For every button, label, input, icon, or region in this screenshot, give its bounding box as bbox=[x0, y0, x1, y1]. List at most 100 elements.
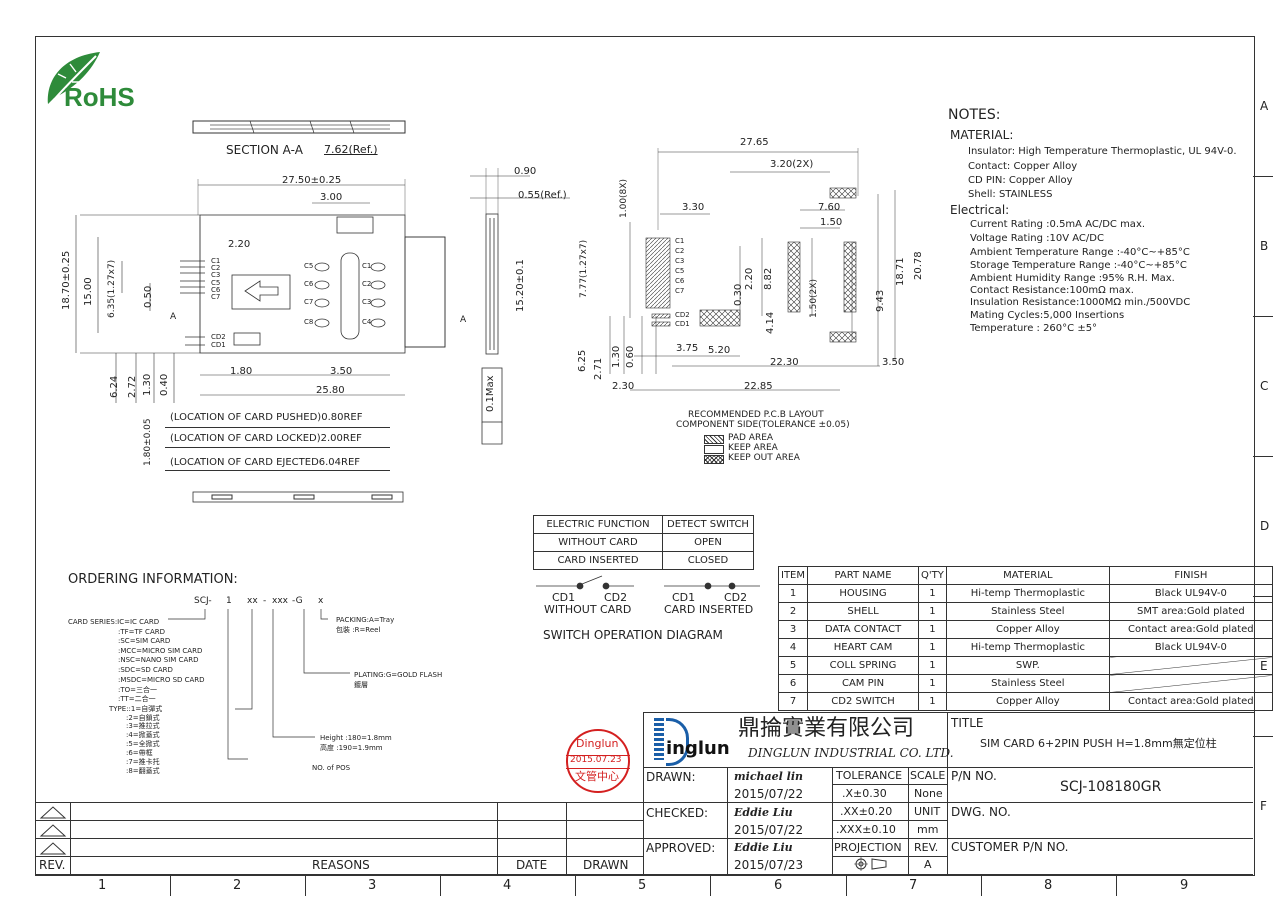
type-6: :6=帶框 bbox=[126, 749, 153, 757]
bom-header-item: ITEM bbox=[777, 566, 809, 585]
pcb-dim-150: 1.50 bbox=[820, 217, 843, 228]
switch-b-cd2: CD2 bbox=[724, 591, 748, 604]
section-marker-right: A bbox=[460, 315, 467, 325]
bom-header-material: MATERIAL bbox=[945, 566, 1110, 585]
material-1: Insulator: High Temperature Thermoplasti… bbox=[968, 146, 1237, 157]
tolerance-3: .XXX±0.10 bbox=[836, 823, 896, 836]
dim-272: 2.72 bbox=[127, 375, 138, 398]
ef-header-function: ELECTRIC FUNCTION bbox=[533, 515, 663, 534]
bom-cell: SWP. bbox=[945, 656, 1110, 675]
type-2: :2=自鎖式 bbox=[126, 714, 160, 722]
legend-keep-swatch bbox=[704, 445, 724, 454]
electrical-8: Mating Cycles:5,000 Insertions bbox=[970, 310, 1125, 321]
pcb-pin-c5: C5 bbox=[675, 267, 685, 275]
plating-1: PLATING:G=GOLD FLASH bbox=[354, 671, 443, 679]
bom-cell: 7 bbox=[777, 692, 809, 711]
code-height: xxx bbox=[272, 596, 288, 606]
projection-label: PROJECTION bbox=[834, 841, 902, 854]
bom-cell: Copper Alloy bbox=[945, 692, 1110, 711]
legend-pad: PAD AREA bbox=[728, 433, 774, 443]
pin-cd1: CD1 bbox=[211, 341, 226, 349]
rev-value: A bbox=[924, 858, 932, 871]
switch-b-label: CARD INSERTED bbox=[664, 603, 754, 616]
bom-cell: SMT area:Gold plated bbox=[1108, 602, 1273, 621]
side-view-drawing bbox=[470, 168, 570, 445]
pcb-dim-060: 0.60 bbox=[625, 345, 636, 368]
stamp-date: 2015.07.23 bbox=[570, 755, 622, 765]
packing-2: 包裝 :R=Reel bbox=[336, 626, 381, 634]
pin-c7: C7 bbox=[211, 293, 221, 301]
section-marker-left: A bbox=[170, 312, 177, 322]
ef-cell: OPEN bbox=[662, 533, 754, 552]
bom-cell: HEART CAM bbox=[807, 638, 920, 657]
rev-header: REV. bbox=[39, 858, 66, 872]
plating-2: 鍍層 bbox=[354, 681, 368, 689]
pin-c6: C6 bbox=[211, 286, 221, 294]
electrical-7: Insulation Resistance:1000MΩ min./500VDC bbox=[970, 297, 1191, 308]
series-8: :TO=三合一 bbox=[118, 686, 158, 694]
bom-cell: CAM PIN bbox=[807, 674, 920, 693]
type-5: :5=全掀式 bbox=[126, 740, 160, 748]
pcb-dim-520: 5.20 bbox=[708, 345, 731, 356]
flatness-max: 0.1Max bbox=[485, 375, 496, 412]
electrical-5: Ambient Humidity Range :95% R.H. Max. bbox=[970, 273, 1175, 284]
tolerance-2: .XX±0.20 bbox=[840, 805, 893, 818]
zone-c: C bbox=[1260, 379, 1269, 393]
pcb-caption-2: COMPONENT SIDE(TOLERANCE ±0.05) bbox=[676, 420, 850, 430]
dim-040: 0.40 bbox=[159, 373, 170, 396]
bom-cell: Black UL94V-0 bbox=[1108, 584, 1273, 603]
packing-1: PACKING:A=Tray bbox=[336, 616, 395, 624]
switch-diagram bbox=[536, 575, 760, 590]
pcb-dim-2285: 22.85 bbox=[744, 381, 773, 392]
bom-cell: 5 bbox=[777, 656, 809, 675]
series-6: :SDC=SD CARD bbox=[118, 666, 173, 674]
pcb-pin-c6: C6 bbox=[675, 277, 685, 285]
pcb-dim-271: 2.71 bbox=[593, 357, 604, 380]
ef-header-detect: DETECT SWITCH bbox=[662, 515, 754, 534]
drawn-label: DRAWN: bbox=[646, 770, 696, 784]
contact-c2: C2 bbox=[362, 280, 372, 288]
reasons-header: REASONS bbox=[312, 858, 370, 872]
dim-220: 2.20 bbox=[228, 239, 251, 250]
bom-header-qty: Q'TY bbox=[918, 566, 947, 585]
code-sep1: - bbox=[263, 596, 267, 606]
projection-icon bbox=[854, 857, 887, 871]
contact-c1: C1 bbox=[362, 262, 372, 270]
electrical-9: Temperature : 260°C ±5° bbox=[970, 323, 1098, 334]
bom-cell: 1 bbox=[918, 584, 947, 603]
bom-cell: 1 bbox=[918, 656, 947, 675]
rev-label: REV. bbox=[914, 841, 939, 854]
dim-2750: 27.50±0.25 bbox=[282, 175, 342, 186]
pcb-dim-320: 3.20(2X) bbox=[770, 159, 814, 170]
contact-c3: C3 bbox=[362, 298, 372, 306]
dinglun-logo: inglun bbox=[650, 716, 730, 766]
material-heading: MATERIAL: bbox=[950, 128, 1014, 142]
code-pos: 1 bbox=[226, 596, 232, 606]
approved-label: APPROVED: bbox=[646, 841, 716, 855]
bom-cell: HOUSING bbox=[807, 584, 920, 603]
bottom-view-drawing bbox=[192, 491, 404, 503]
pcb-pin-cd1: CD1 bbox=[675, 320, 690, 328]
bom-cell: Contact area:Gold plated bbox=[1108, 692, 1273, 711]
dim-624: 6.24 bbox=[109, 375, 120, 398]
series-9: :TT=二合一 bbox=[118, 695, 156, 703]
pn-label: P/N NO. bbox=[951, 769, 997, 783]
pcb-dim-350: 3.50 bbox=[882, 357, 905, 368]
zone-6: 6 bbox=[774, 878, 783, 893]
zone-9: 9 bbox=[1180, 878, 1189, 893]
pcb-dim-150b: 1.50(2X) bbox=[809, 279, 819, 318]
tolerance-label: TOLERANCE bbox=[836, 769, 903, 782]
pcb-dim-414: 4.14 bbox=[765, 311, 776, 334]
bom-cell: Stainless Steel bbox=[945, 602, 1110, 621]
bom-cell: 1 bbox=[918, 692, 947, 711]
switch-b-cd1: CD1 bbox=[672, 591, 696, 604]
bom-cell-empty bbox=[1108, 674, 1273, 693]
bom-cell: 1 bbox=[918, 620, 947, 639]
bom-cell: Hi-temp Thermoplastic bbox=[945, 584, 1110, 603]
ef-cell: CARD INSERTED bbox=[533, 551, 663, 570]
rohs-text: RoHS bbox=[64, 82, 135, 112]
series-7: :MSDC=MICRO SD CARD bbox=[118, 676, 205, 684]
contact-c7: C7 bbox=[304, 298, 314, 306]
